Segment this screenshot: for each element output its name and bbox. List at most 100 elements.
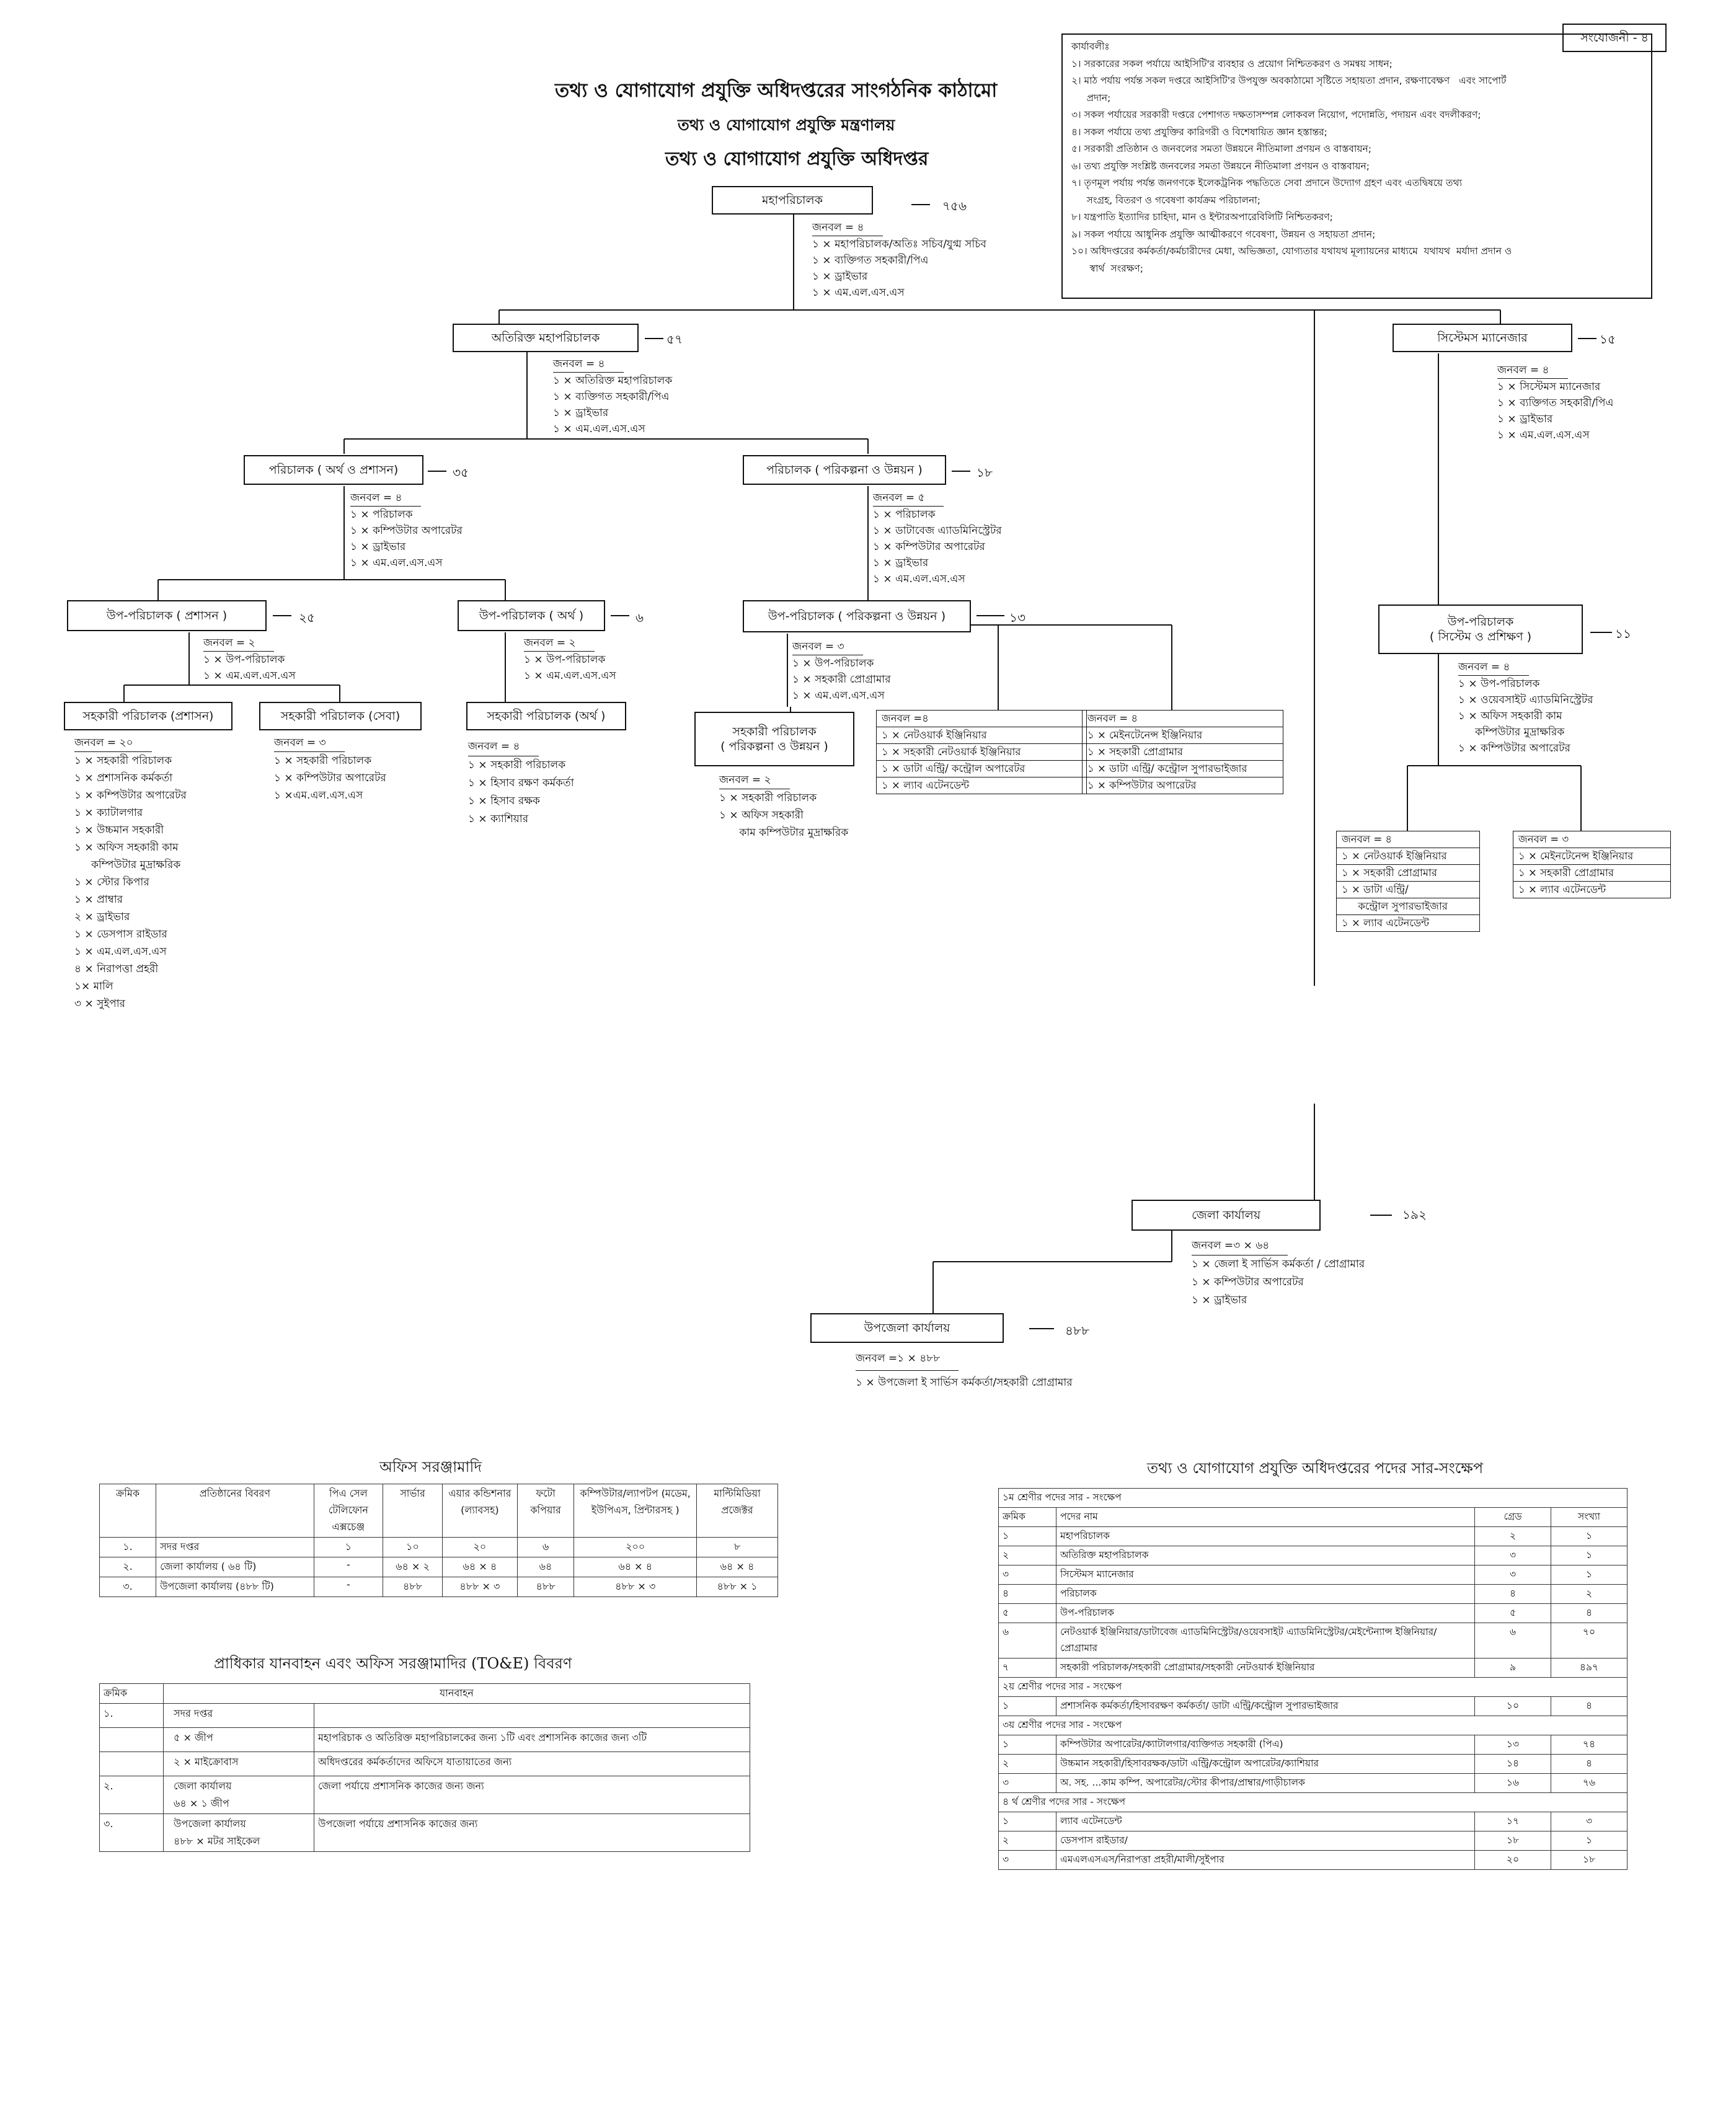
dir-finance-box: পরিচালক ( অর্থ ও প্রশাসন) xyxy=(244,455,423,485)
staff-line: ১ × সহকারী পরিচালক xyxy=(719,792,817,804)
table-cell: ১ xyxy=(998,1696,1056,1716)
table-cell: ২ xyxy=(998,1546,1056,1566)
function-item: স্বার্থ সংরক্ষণ; xyxy=(1071,262,1143,274)
posts-col-header: সংখ্যা xyxy=(1551,1507,1628,1527)
staff-line: ১ × প্রশাসনিক কর্মকর্তা xyxy=(74,772,173,784)
table-cell: ৭৪ xyxy=(1551,1735,1628,1755)
dd-systems-sublabel: ( সিস্টেম ও প্রশিক্ষণ ) xyxy=(1429,630,1532,644)
table-cell: ২ × মাইক্রোবাস xyxy=(163,1752,314,1776)
vehicle-table-header: ক্রমিক যানবাহন xyxy=(99,1683,750,1704)
function-item: ২। মাঠ পর্যায় পর্যন্ত সকল দপ্তরে আইসিটি… xyxy=(1071,75,1507,86)
staff-line: ১ × ওয়েবসাইট এ্যাডমিনিস্ট্রেটর xyxy=(1458,694,1593,706)
table-cell: ১ xyxy=(1551,1831,1628,1851)
staff-total: জনবল = ৪ xyxy=(1458,659,1529,676)
posts-section-title: ১ম শ্রেণীর পদের সার - সংক্ষেপ xyxy=(998,1488,1628,1508)
table-cell: ৪৮৮ × ৩ xyxy=(442,1577,518,1597)
staff-line: ১ × অফিস সহকারী xyxy=(719,809,804,822)
posts-section-title: ৩য় শ্রেণীর পদের সার - সংক্ষেপ xyxy=(998,1716,1628,1735)
table-cell: ১৬ xyxy=(1474,1773,1551,1793)
table-cell: ১ xyxy=(998,1812,1056,1831)
staff-total: জনবল = ৪ xyxy=(812,219,883,236)
staff-line: ১ × সহকারী পরিচালক xyxy=(468,759,566,771)
staff-total: জনবল = ২ xyxy=(524,635,595,652)
table-cell: ২. xyxy=(99,1557,157,1577)
table-cell: ১ xyxy=(1551,1526,1628,1546)
staff-line: কাম কম্পিউটার মুদ্রাক্ষরিক xyxy=(719,826,849,839)
ad-plan-label: সহকারী পরিচালক xyxy=(732,725,817,738)
staff-line: ১ × মেইনটেনেন্স ইঞ্জিনিয়ার xyxy=(1082,727,1283,744)
table-cell: অ. সহ. ...কাম কম্পি. অপারেটর/স্টোর কীপার… xyxy=(1056,1773,1475,1793)
staff-line: ১ × এম.এল.এস.এস xyxy=(873,573,965,585)
table-cell: ১ xyxy=(1551,1565,1628,1585)
functions-heading: কার্যাবলীঃ xyxy=(1071,41,1110,52)
staff-line: ১ ×এম.এল.এস.এস xyxy=(274,789,363,802)
table-cell: ২. xyxy=(99,1776,164,1814)
staff-line: ১ × এম.এল.এস.এস xyxy=(812,286,905,299)
table-cell: ৫ xyxy=(998,1603,1056,1623)
table-cell: ৩ xyxy=(1474,1565,1551,1585)
staff-line: ৪ × নিরাপত্তা প্রহরী xyxy=(74,963,159,975)
staff-line: ১ × সহকারী প্রোগ্রামার xyxy=(1082,744,1283,761)
staff-line: কম্পিউটার মুদ্রাক্ষরিক xyxy=(74,859,181,871)
table-cell: কম্পিউটার অপারেটর/ক্যাটালগার/ব্যক্তিগত স… xyxy=(1056,1735,1475,1755)
staff-total: জনবল = ৪ xyxy=(350,490,421,507)
dg-box: মহাপরিচালক xyxy=(712,186,873,215)
table-cell: ৬ xyxy=(1474,1623,1551,1658)
table-cell: ৩. xyxy=(99,1577,157,1597)
staff-line: কম্পিউটার মুদ্রাক্ষরিক xyxy=(1458,726,1565,738)
table-cell: সদর দপ্তর xyxy=(156,1537,314,1557)
staff-line: ১ × সহকারী প্রোগ্রামার xyxy=(1513,865,1671,882)
posts-section-header: ৩য় শ্রেণীর পদের সার - সংক্ষেপ xyxy=(998,1716,1628,1735)
table-cell: উপজেলা কার্যালয় (৪৮৮ টি) xyxy=(156,1577,314,1597)
table-cell: ৩ xyxy=(998,1565,1056,1585)
staff-line: ১ × এম.এল.এস.এস xyxy=(203,670,296,682)
staff-line: কন্ট্রোল সুপারভাইজার xyxy=(1336,898,1480,915)
function-item: ৫। সরকারী প্রতিষ্ঠান ও জনবলের সমতা উন্নয… xyxy=(1071,143,1371,154)
function-item: সংগ্রহ, বিতরণ ও গবেষণা কার্যক্রম পরিচালন… xyxy=(1071,194,1260,206)
table-cell: মহাপরিচাক ও অতিরিক্ত মহাপরিচালকের জন্য ১… xyxy=(314,1727,750,1752)
table-cell: ১. xyxy=(99,1703,164,1728)
table-cell: ৩ xyxy=(1474,1546,1551,1566)
staff-line: ১ × ডাটাবেজ এ্যাডমিনিস্ট্রেটর xyxy=(873,525,1002,537)
table-cell: ১০ xyxy=(1474,1696,1551,1716)
table-cell: ২ xyxy=(1551,1584,1628,1604)
posts-section-title: ৪ র্থ শ্রেণীর পদের সার - সংক্ষেপ xyxy=(998,1792,1628,1812)
staff-line: ১ × উপ-পরিচালক xyxy=(792,657,874,670)
staff-line: ১ × জেলা ই সার্ভিস কর্মকর্তা / প্রোগ্রাম… xyxy=(1192,1258,1365,1270)
table-cell: উচ্চমান সহকারী/হিসাবরক্ষক/ডাটা এন্ট্রি/ক… xyxy=(1056,1754,1475,1774)
staff-line: ১ × এম.এল.এস.এস xyxy=(1497,429,1590,441)
staff-line: ১ × ড্রাইভার xyxy=(553,407,609,419)
staff-line: ১ × নেটওয়ার্ক ইঞ্জিনিয়ার xyxy=(1336,848,1480,865)
staff-total: জনবল = ৩ xyxy=(1513,831,1671,848)
staff-total: জনবল = ২০ xyxy=(74,734,152,752)
staff-line: ১ × অফিস সহকারী কাম xyxy=(74,841,179,854)
table-cell: ৬৪ × ৪ xyxy=(442,1557,518,1577)
staff-line: ১× মালি xyxy=(74,980,113,993)
table-cell: ১ xyxy=(998,1735,1056,1755)
staff-line: ১ × এম.এল.এস.এস xyxy=(524,670,616,682)
function-item: ১। সরকারের সকল পর্যায়ে আইসিটি'র ব্যবহার… xyxy=(1071,58,1393,69)
table-cell: ৪ xyxy=(1474,1584,1551,1604)
posts-section-header: ৪ র্থ শ্রেণীর পদের সার - সংক্ষেপ xyxy=(998,1792,1628,1812)
staff-line: ১ × সহকারী পরিচালক xyxy=(274,755,372,767)
staff-total: জনবল = ৪ xyxy=(1336,831,1480,848)
staff-line: ১ × মেইনটেনেন্স ইঞ্জিনিয়ার xyxy=(1513,848,1671,865)
table-cell: ৭৬ xyxy=(1551,1773,1628,1793)
table-cell: ৬ xyxy=(998,1623,1056,1658)
